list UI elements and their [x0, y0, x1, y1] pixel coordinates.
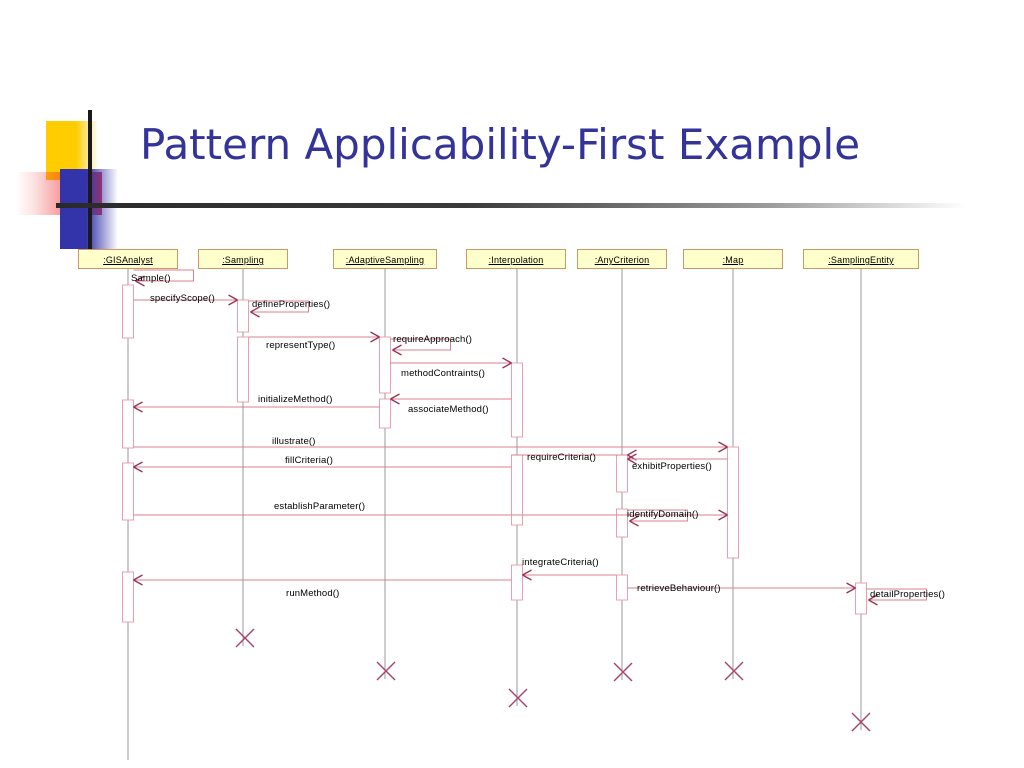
message-label: fillCriteria()	[285, 455, 334, 466]
message-associatemethod	[390, 393, 512, 405]
message-methodcontraints	[390, 357, 512, 369]
activation-bar	[616, 574, 628, 601]
message-detailproperties	[866, 588, 927, 606]
activation-bar	[616, 508, 628, 538]
arrowhead-icon	[250, 306, 260, 318]
lifeline-header-label: :SamplingEntity	[828, 255, 894, 265]
activation-bar	[122, 462, 134, 521]
activation-bar	[511, 362, 523, 438]
arrowhead-icon	[228, 294, 238, 306]
lifeline-header-label: :Interpolation	[488, 255, 544, 265]
arrowhead-icon	[627, 453, 637, 465]
lifeline-header-label: :AnyCriterion	[594, 255, 650, 265]
message-specifyscope	[133, 294, 238, 306]
lifeline-header-anycriterion[interactable]: :AnyCriterion	[577, 249, 667, 269]
self-call-path	[248, 300, 309, 313]
activation-bar	[511, 564, 523, 601]
message-label: specifyScope()	[150, 293, 215, 304]
destroy-marker-icon	[508, 688, 528, 708]
arrowhead-icon	[868, 594, 878, 606]
message-label: illustrate()	[272, 436, 316, 447]
message-defineproperties	[248, 300, 309, 318]
message-identifydomain	[627, 509, 688, 527]
arrowhead-icon	[718, 441, 728, 453]
destroy-marker-icon	[851, 712, 871, 732]
activation-bar	[616, 454, 628, 493]
message-label: retrieveBehaviour()	[637, 583, 721, 594]
arrowhead-icon	[846, 582, 856, 594]
vertical-rule-decoration	[88, 110, 92, 255]
message-sample	[133, 269, 194, 287]
message-illustrate	[133, 441, 728, 453]
message-establishparameter	[133, 509, 728, 521]
message-label: integrateCriteria()	[522, 557, 599, 568]
activation-bar	[855, 582, 867, 615]
self-call-path	[133, 269, 194, 282]
lifeline-header-label: :GISAnalyst	[103, 255, 153, 265]
message-fillcriteria	[133, 461, 512, 473]
message-integratecriteria	[522, 569, 617, 581]
activation-bar	[237, 336, 249, 403]
arrowhead-icon	[133, 574, 143, 586]
self-call-path	[390, 338, 451, 351]
arrowhead-icon	[629, 515, 639, 527]
message-label: exhibitProperties()	[632, 461, 712, 472]
arrowhead-icon	[135, 275, 145, 287]
arrowhead-icon	[502, 357, 512, 369]
message-exhibitproperties	[627, 453, 728, 465]
arrowhead-icon	[133, 401, 143, 413]
message-label: identifyDomain()	[627, 509, 699, 520]
arrowhead-icon	[133, 461, 143, 473]
message-label: detailProperties()	[870, 589, 946, 600]
lifeline-header-interpolation[interactable]: :Interpolation	[466, 249, 566, 269]
arrowhead-icon	[370, 331, 380, 343]
arrowhead-icon	[718, 509, 728, 521]
arrowhead-icon	[522, 569, 532, 581]
activation-bar	[237, 299, 249, 333]
horizontal-rule-decoration	[56, 203, 966, 208]
lifeline-header-label: :Sampling	[222, 255, 264, 265]
activation-bar	[379, 336, 391, 394]
message-label: establishParameter()	[274, 501, 366, 512]
activation-bar	[122, 284, 134, 339]
destroy-marker-icon	[613, 662, 633, 682]
lifeline-header-label: :AdaptiveSampling	[345, 255, 425, 265]
lifeline-header-sampling[interactable]: :Sampling	[198, 249, 288, 269]
destroy-marker-icon	[235, 628, 255, 648]
activation-bar	[727, 446, 739, 559]
lifeline-header-label: :Map	[722, 255, 744, 265]
message-label: defineProperties()	[252, 299, 331, 310]
arrowhead-icon	[390, 393, 400, 405]
message-requireapproach	[390, 338, 451, 356]
message-label: Sample()	[131, 273, 171, 284]
page-title: Pattern Applicability-First Example	[140, 120, 861, 169]
destroy-marker-icon	[376, 661, 396, 681]
message-label: associateMethod()	[408, 404, 489, 415]
message-runmethod	[133, 574, 512, 586]
message-label: requireApproach()	[393, 334, 473, 345]
message-label: representType()	[266, 340, 336, 351]
lifeline-header-gisanalyst[interactable]: :GISAnalyst	[78, 249, 178, 269]
activation-bar	[379, 398, 391, 429]
self-call-path	[627, 509, 688, 522]
message-label: methodContraints()	[401, 368, 486, 379]
activation-bar	[122, 571, 134, 623]
lifeline-header-samplingentity[interactable]: :SamplingEntity	[803, 249, 919, 269]
lifeline-header-adaptivesampling[interactable]: :AdaptiveSampling	[333, 249, 437, 269]
message-label: initializeMethod()	[258, 394, 333, 405]
message-representtype	[248, 331, 380, 343]
arrowhead-icon	[392, 344, 402, 356]
message-label: runMethod()	[286, 588, 340, 599]
lifeline-header-map[interactable]: :Map	[683, 249, 783, 269]
message-initializemethod	[133, 401, 380, 413]
self-call-path	[866, 588, 927, 601]
destroy-marker-icon	[724, 661, 744, 681]
activation-bar	[122, 399, 134, 449]
message-retrievebehaviour	[627, 582, 856, 594]
message-label: requireCriteria()	[527, 452, 597, 463]
slide-title-banner: Pattern Applicability-First Example	[0, 100, 1024, 255]
